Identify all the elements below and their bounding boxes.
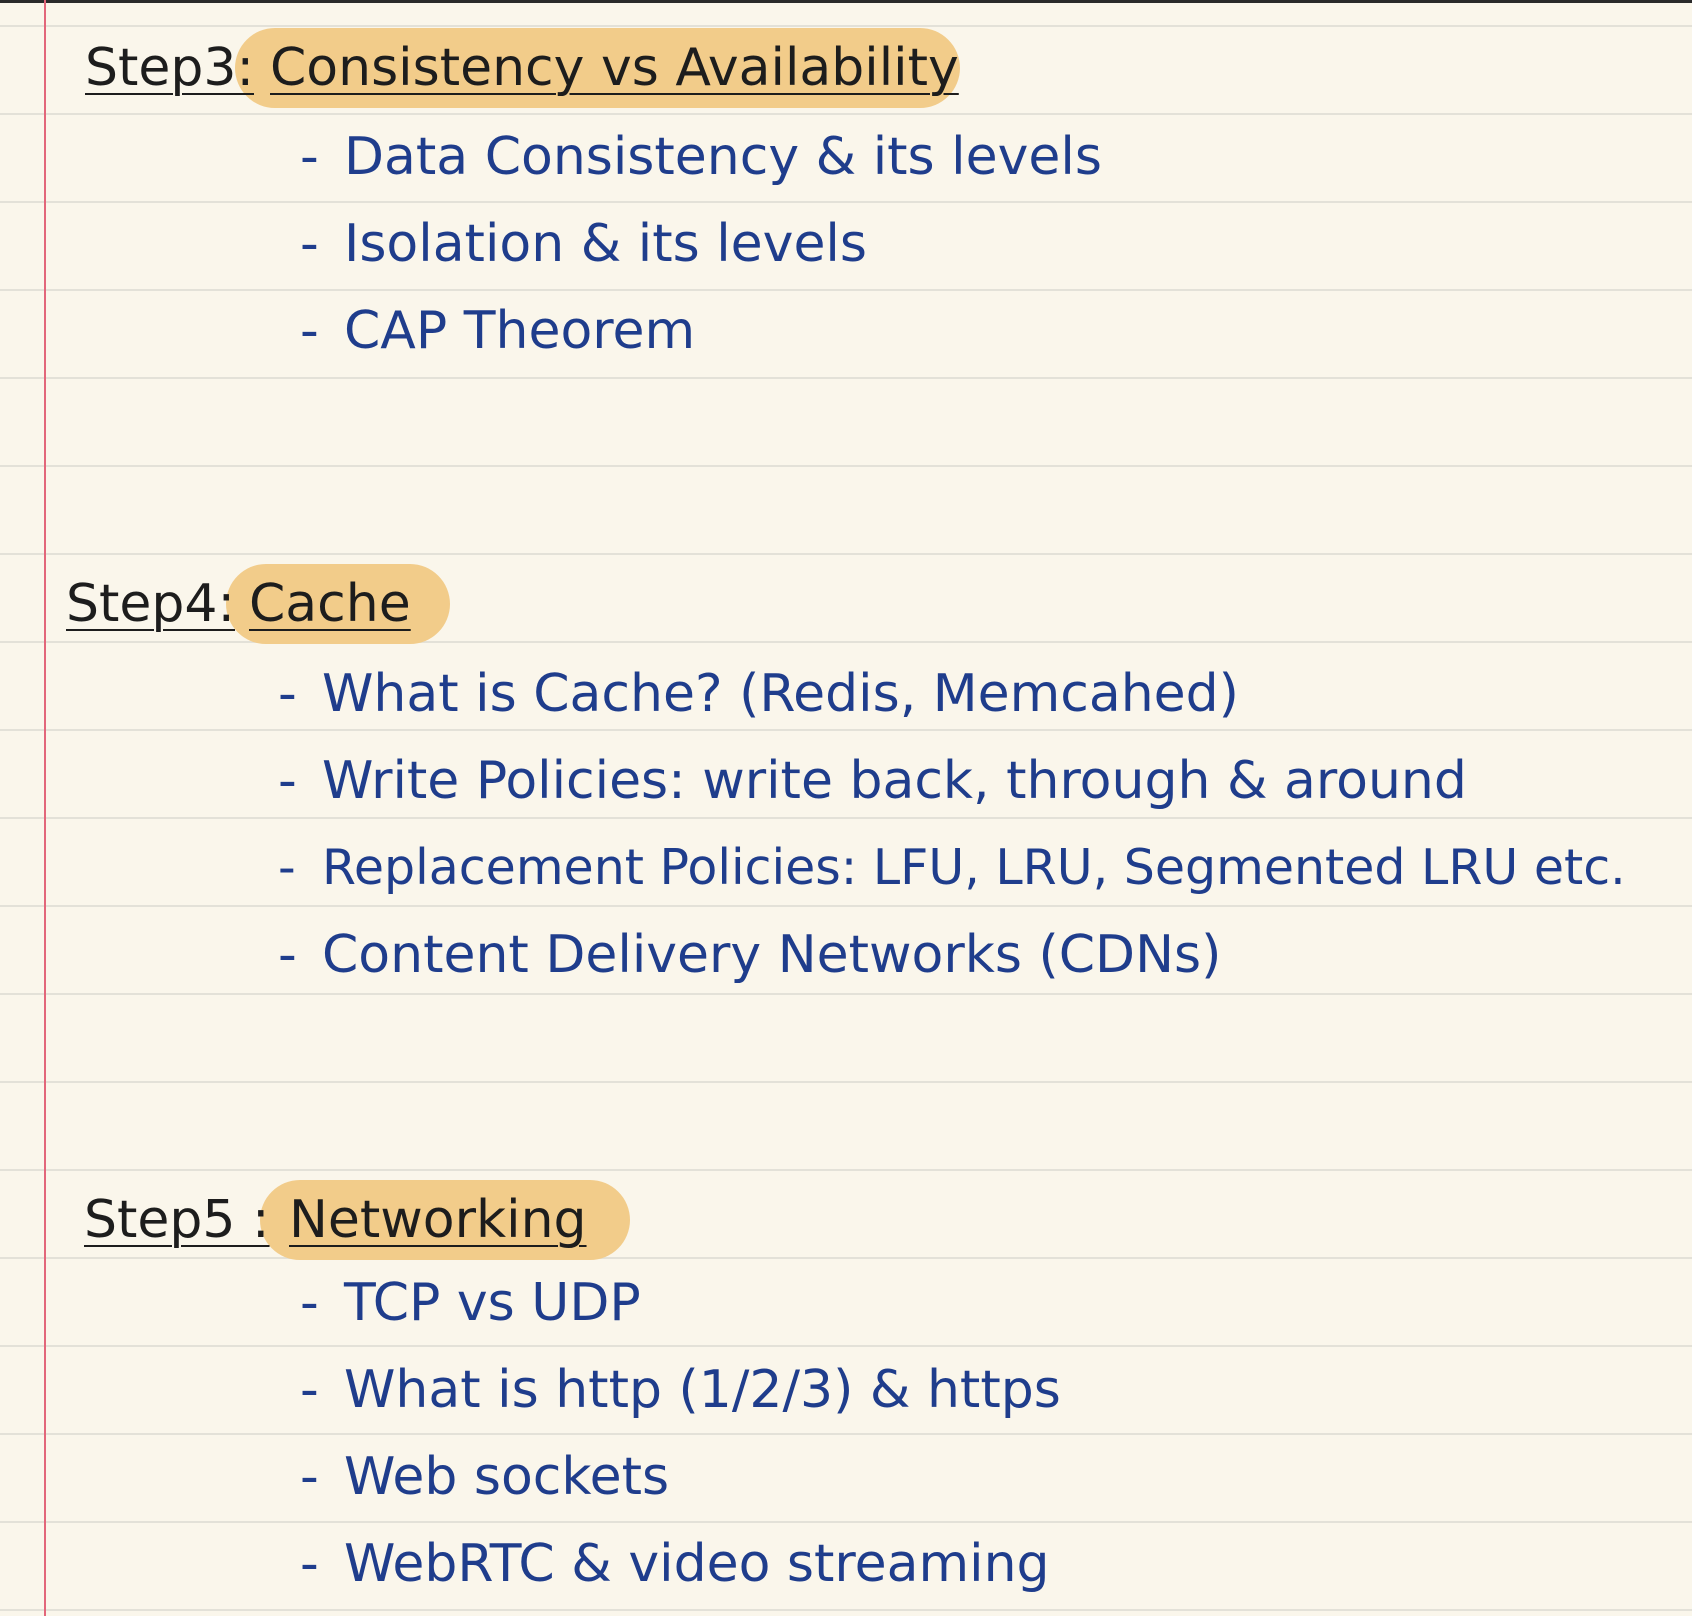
- step4-item-2: -Write Policies: write back, through & a…: [278, 746, 1467, 816]
- step5-heading: Step5 : Networking: [84, 1180, 644, 1260]
- step5-label: Step5 :: [84, 1190, 270, 1250]
- bullet-dash: -: [300, 127, 319, 187]
- step5-item-2-text: What is http (1/2/3) & https: [344, 1360, 1061, 1420]
- step3-item-3-text: CAP Theorem: [344, 301, 696, 361]
- step4-label: Step4:: [66, 574, 235, 634]
- step4-highlight: [226, 564, 450, 644]
- bullet-dash: -: [300, 1447, 319, 1507]
- step5-title: Networking: [289, 1190, 587, 1250]
- step4-item-3-text: Replacement Policies: LFU, LRU, Segmente…: [322, 839, 1626, 896]
- step3-item-2-text: Isolation & its levels: [344, 214, 867, 274]
- step3-label: Step3:: [85, 38, 254, 98]
- step5-highlight: [260, 1180, 630, 1260]
- step4-item-2-text: Write Policies: write back, through & ar…: [322, 751, 1467, 811]
- bullet-dash: -: [300, 214, 319, 274]
- step3-title: Consistency vs Availability: [270, 38, 959, 98]
- step5-item-1: -TCP vs UDP: [300, 1268, 641, 1338]
- step3-item-1-text: Data Consistency & its levels: [344, 127, 1102, 187]
- step4-item-3: -Replacement Policies: LFU, LRU, Segment…: [278, 833, 1626, 903]
- step3-highlight: [235, 28, 960, 108]
- step4-title: Cache: [249, 574, 411, 634]
- step4-item-4: -Content Delivery Networks (CDNs): [278, 920, 1221, 990]
- step3-item-1: -Data Consistency & its levels: [300, 122, 1102, 192]
- step4-item-4-text: Content Delivery Networks (CDNs): [322, 925, 1222, 985]
- step5-item-3-text: Web sockets: [344, 1447, 670, 1507]
- step5-item-2: -What is http (1/2/3) & https: [300, 1355, 1061, 1425]
- bullet-dash: -: [300, 1360, 319, 1420]
- bullet-dash: -: [300, 301, 319, 361]
- bullet-dash: -: [278, 664, 297, 724]
- top-border: [0, 0, 1692, 3]
- step5-item-4: -WebRTC & video streaming: [300, 1529, 1050, 1599]
- bullet-dash: -: [278, 751, 297, 811]
- margin-line: [44, 0, 46, 1616]
- step5-item-3: -Web sockets: [300, 1442, 669, 1512]
- bullet-dash: -: [300, 1534, 319, 1594]
- step3-item-2: -Isolation & its levels: [300, 209, 867, 279]
- bullet-dash: -: [278, 839, 296, 896]
- step3-item-3: -CAP Theorem: [300, 296, 695, 366]
- step5-item-1-text: TCP vs UDP: [344, 1273, 641, 1333]
- step4-heading: Step4: Cache: [66, 564, 466, 644]
- bullet-dash: -: [300, 1273, 319, 1333]
- step3-heading: Step3: Consistency vs Availability: [85, 28, 965, 108]
- bullet-dash: -: [278, 925, 297, 985]
- step5-item-4-text: WebRTC & video streaming: [344, 1534, 1050, 1594]
- step4-item-1: -What is Cache? (Redis, Memcahed): [278, 659, 1239, 729]
- step4-item-1-text: What is Cache? (Redis, Memcahed): [322, 664, 1239, 724]
